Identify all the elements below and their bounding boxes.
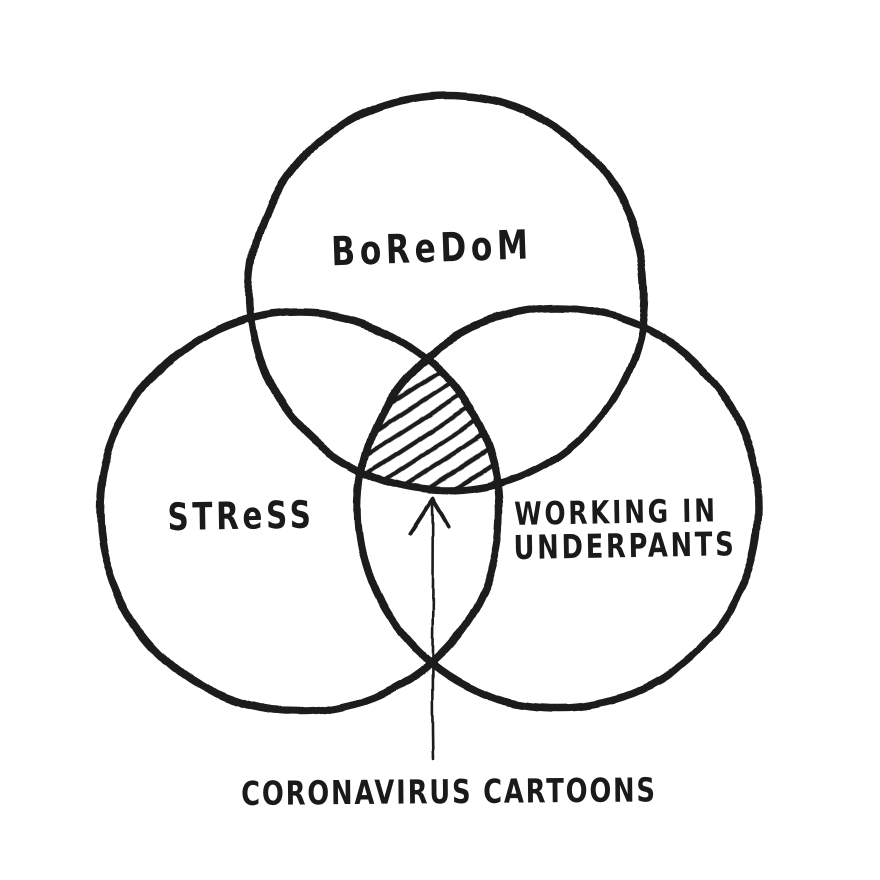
venn-circle-boredom (245, 91, 649, 495)
label-working-in-line2: UNDERPANTS (513, 525, 737, 567)
label-stress: STReSS (167, 493, 315, 539)
venn-circle-working-in-underpants (354, 304, 762, 712)
annotation-arrowhead (409, 497, 451, 535)
label-boredom: BoReDoM (331, 223, 534, 276)
venn-circle-stress (96, 308, 504, 716)
venn-circles-group (96, 91, 762, 716)
annotation-arrow-shaft (431, 499, 435, 760)
label-coronavirus-cartoons: CORONAVIRUS CARTOONS (241, 771, 657, 813)
label-working-in-line1: WORKING IN (514, 491, 718, 532)
annotation-arrow (409, 497, 451, 760)
